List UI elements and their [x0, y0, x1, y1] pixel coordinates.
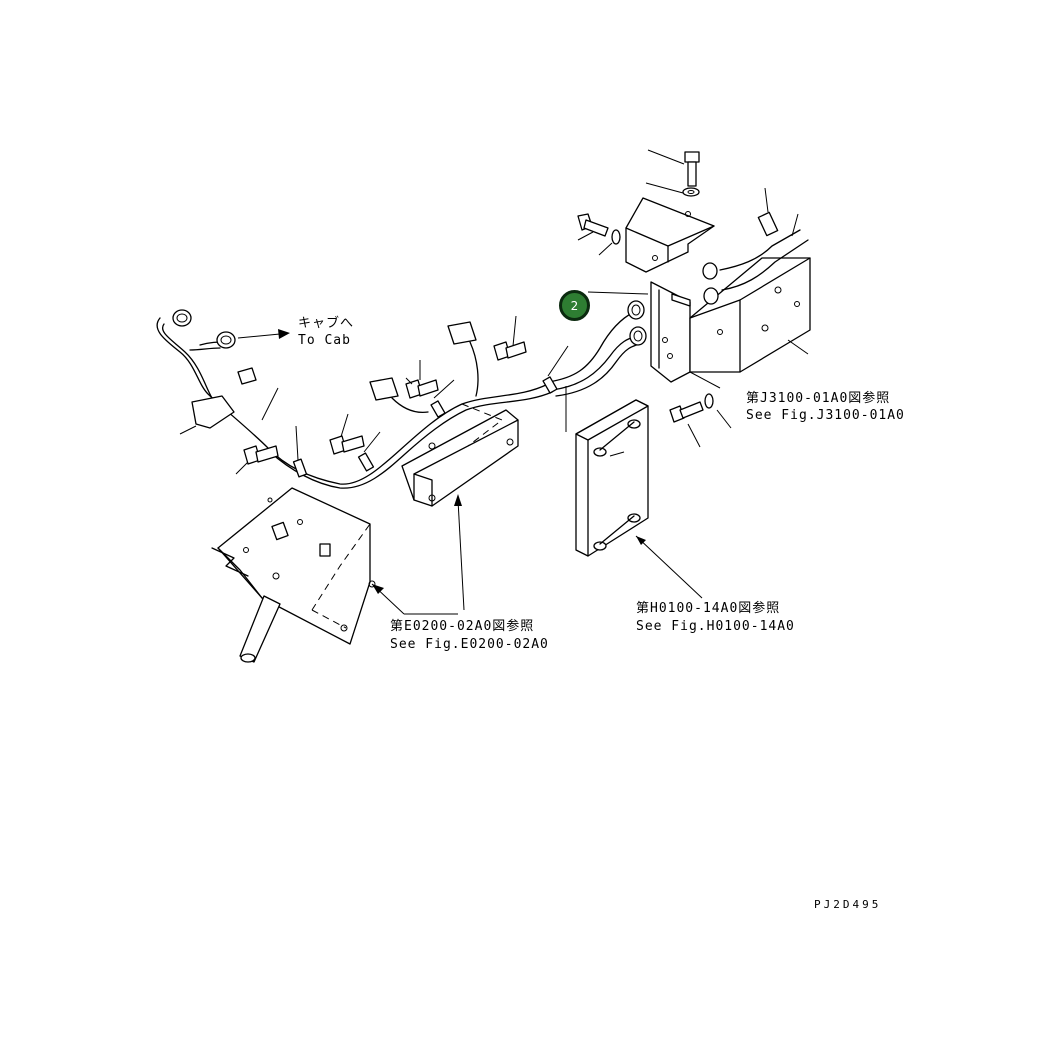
drawing-code: PJ2D495 [814, 898, 882, 911]
upper-bracket [625, 197, 715, 273]
callout-number: 2 [570, 298, 579, 313]
to-cab-label-en: To Cab [298, 333, 351, 348]
lower-left-plate [211, 487, 458, 663]
side-bolt [577, 213, 621, 256]
e0200-plate [401, 403, 519, 611]
h0100-component [565, 386, 703, 599]
harness-right-branch [547, 300, 647, 397]
harness-bolts [235, 341, 527, 475]
ref-e0200-label-en: See Fig.E0200-02A0 [390, 637, 549, 652]
ref-j3100-label-en: See Fig.J3100-01A0 [746, 408, 905, 423]
ref-h0100-label-en: See Fig.H0100-14A0 [636, 619, 795, 634]
to-cab-label-jp: キャブへ [298, 316, 355, 331]
right-bracket-plate [587, 281, 691, 383]
top-bolt [645, 149, 700, 197]
j3100-component [689, 187, 811, 389]
ref-j3100-label-jp: 第J3100-01A0図参照 [746, 391, 891, 406]
ref-e0200-label-jp: 第E0200-02A0図参照 [390, 619, 535, 634]
callout-2-badge[interactable]: 2 [559, 290, 590, 321]
lower-bolt [669, 393, 732, 448]
main-harness [156, 309, 569, 489]
ref-h0100-label-jp: 第H0100-14A0図参照 [636, 601, 781, 616]
